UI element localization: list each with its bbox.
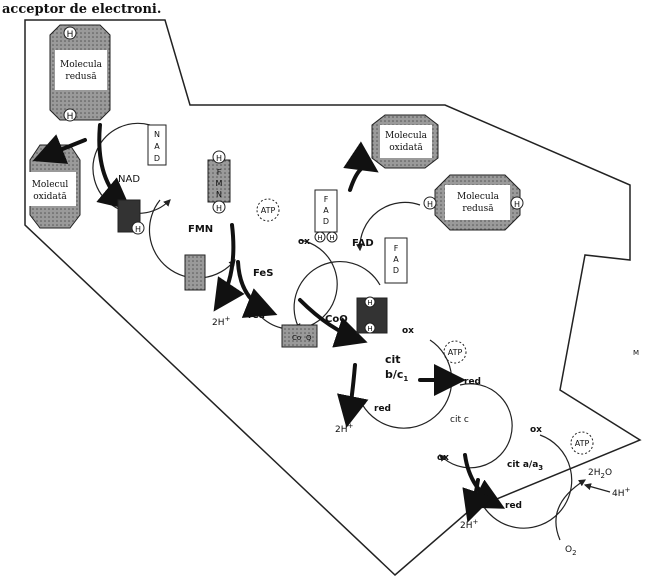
reduced-molecule-label-1: Molecula: [60, 60, 103, 70]
h-icon: H: [135, 225, 141, 234]
h-icon: H: [67, 112, 74, 122]
nad-letter: D: [154, 154, 160, 163]
fmn-letter: N: [216, 190, 222, 199]
oxidized-left-label-2: oxidată: [33, 191, 67, 202]
fad-letter: F: [324, 195, 329, 204]
reduced-molecule-right: Molecula redusă H H: [423, 174, 524, 231]
cit-bc1-label-2: b/c1: [385, 368, 408, 383]
fad-letter: A: [393, 255, 399, 264]
atp-label: ATP: [261, 206, 276, 215]
h-icon: H: [216, 204, 222, 213]
water-label: 2H2O: [588, 468, 612, 480]
nad-cycle: NAD N A D H: [32, 122, 171, 235]
nad-letter: A: [154, 142, 160, 151]
h-icon: H: [514, 200, 520, 209]
h-icon: H: [367, 325, 372, 333]
nad-label: NAD: [118, 174, 140, 185]
reduced-molecule-top: Molecula redusă H H: [49, 24, 111, 122]
fes-cycle: FeS ox red: [236, 237, 338, 330]
co-letter: Q: [306, 334, 312, 342]
margin-mark: M: [633, 349, 639, 357]
two-h-plus-3: 2H+: [460, 518, 479, 531]
cit-aa3-cycle: ox cit a/a3 red: [462, 425, 573, 529]
fad-letter: F: [394, 244, 399, 253]
fes-red-label: red: [248, 311, 265, 321]
h-icon: H: [67, 30, 74, 40]
reduced-right-label-1: Molecula: [457, 192, 500, 202]
atp-burst-1: ATP: [256, 198, 280, 222]
h-icon: H: [317, 234, 322, 242]
oxidized-left-label-1: Molecul: [32, 180, 69, 190]
atp-burst-3: ATP: [570, 431, 594, 455]
fad-letter: D: [323, 217, 329, 226]
atp-burst-2: ATP: [443, 340, 467, 364]
h-icon: H: [367, 299, 372, 307]
cit-bc1-label-1: cit: [385, 353, 401, 366]
cit-c-ox-label: ox: [437, 453, 449, 463]
reduced-molecule-label-2: redusă: [65, 71, 97, 82]
fes-label: FeS: [253, 268, 273, 279]
coq-cycle: CoQ Co Q H H: [281, 261, 388, 348]
heading-text: acceptor de electroni.: [2, 2, 161, 17]
membrane-outline: [24, 19, 642, 576]
oxidized-top-right-label-2: oxidată: [389, 142, 423, 153]
fad-cycle: F A D H H FAD F A D: [314, 141, 421, 284]
h-icon: H: [427, 200, 433, 209]
reduced-right-label-2: redusă: [462, 203, 494, 214]
atp-label: ATP: [448, 348, 463, 357]
nad-letter: N: [154, 130, 160, 139]
atp-label: ATP: [575, 439, 590, 448]
cit-c-label: cit c: [450, 415, 469, 425]
bc1-ox-label: ox: [402, 326, 414, 336]
aa3-ox-label: ox: [530, 425, 542, 435]
fmn-letter: F: [217, 168, 222, 177]
fad-label: FAD: [352, 238, 374, 249]
fes-ox-label: ox: [298, 237, 310, 247]
two-h-plus-2: 2H+: [335, 422, 354, 435]
bc1-red-label: red: [374, 404, 391, 414]
fad-letter: A: [323, 206, 329, 215]
oxidized-top-right-label-1: Molecula: [385, 131, 428, 141]
oxygen-label: O2: [565, 545, 577, 557]
cit-c-red-label: red: [464, 377, 481, 387]
co-letter: Co: [292, 334, 301, 342]
cit-c-cycle: red cit c ox: [437, 377, 513, 469]
fmn-label: FMN: [188, 224, 213, 235]
h-icon: H: [329, 234, 334, 242]
fad-letter: D: [393, 266, 399, 275]
aa3-red-label: red: [505, 501, 522, 511]
terminal-oxygen-reaction: 2H2O 4H+ O2: [555, 468, 631, 557]
fmn-cycle: FMN H H F M N: [148, 150, 245, 312]
coq-label: CoQ: [325, 314, 348, 325]
oxidized-molecule-top-right: Molecula oxidată: [371, 114, 439, 169]
four-h-plus-label: 4H+: [612, 486, 631, 499]
two-h-plus-1: 2H+: [212, 315, 231, 328]
h-icon: H: [216, 154, 222, 163]
fmn-letter: M: [216, 179, 223, 188]
oxidized-molecule-left: Molecul oxidată: [28, 144, 81, 229]
cit-bc1-cycle: ox cit b/c1 red: [337, 326, 466, 429]
cit-aa3-label: cit a/a3: [507, 460, 543, 472]
